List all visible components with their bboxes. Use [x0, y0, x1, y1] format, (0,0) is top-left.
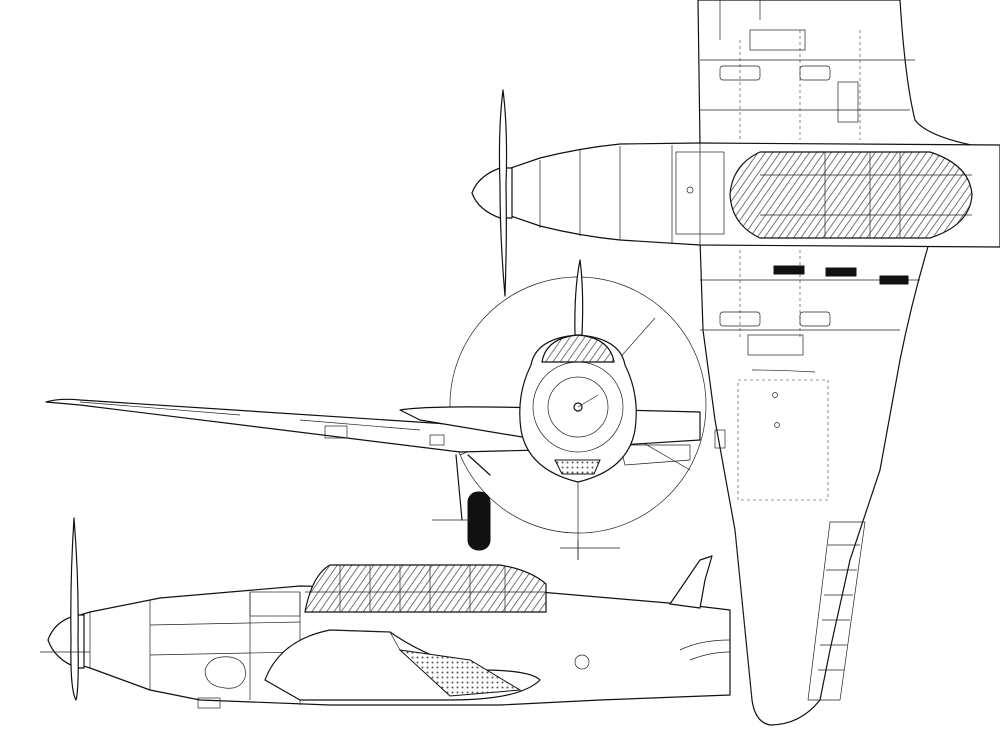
top-view-gun-port: [825, 267, 857, 277]
front-view-fuselage: [519, 334, 637, 483]
front-view-intake: [554, 459, 601, 475]
side-view-propeller: [70, 517, 79, 701]
front-view-wing-port: [45, 398, 541, 453]
top-view-propeller: [498, 89, 508, 297]
front-view-propeller: [574, 259, 584, 336]
front-view-canopy: [541, 334, 615, 363]
side-view: [40, 517, 731, 709]
top-view-gun-port: [773, 265, 805, 275]
side-view-canopy: [304, 564, 547, 613]
top-view: [471, 0, 1000, 726]
front-view-wheel: [467, 491, 491, 551]
top-view-gun-port: [879, 275, 909, 285]
front-view: [45, 259, 707, 560]
side-view-flap: [398, 649, 522, 697]
side-view-tail-fin: [669, 555, 713, 609]
top-view-canopy: [729, 151, 973, 239]
